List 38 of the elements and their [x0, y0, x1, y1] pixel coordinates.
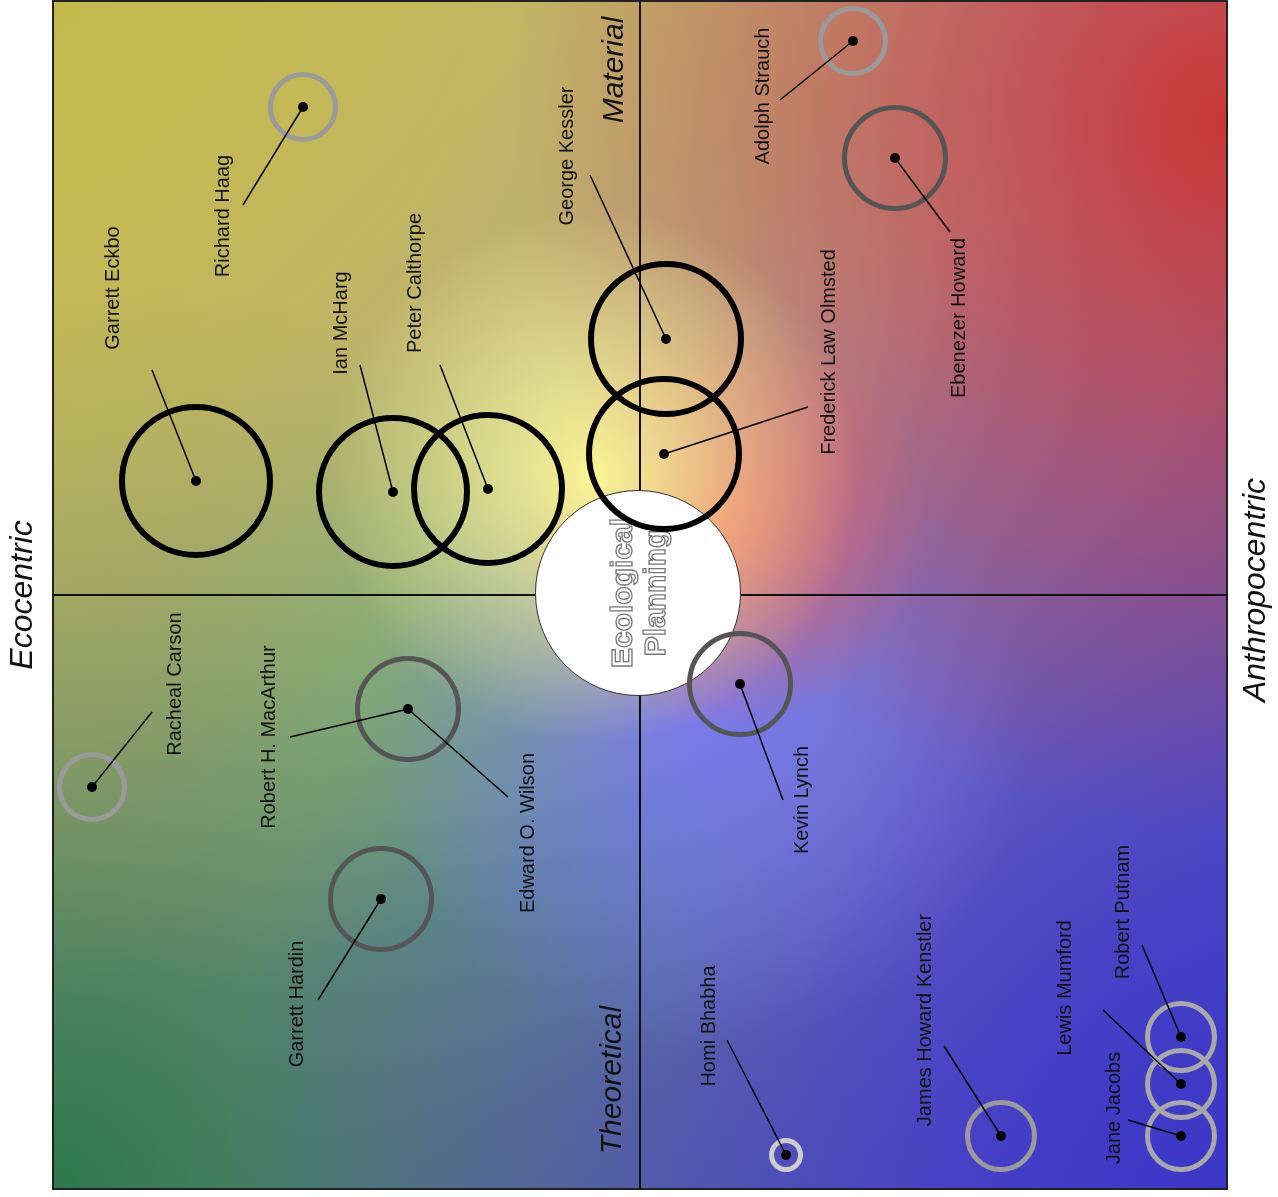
influence-ring — [316, 415, 470, 569]
influence-ring — [1145, 1001, 1217, 1073]
influence-ring — [965, 1100, 1037, 1172]
center-label: Ecological Planning — [605, 517, 671, 671]
influence-ring — [1145, 1048, 1217, 1120]
name-label: Robert Putnam — [1111, 844, 1133, 980]
influence-ring — [57, 752, 127, 822]
name-label: Garrett Hardin — [285, 940, 307, 1068]
influence-ring — [1145, 1100, 1217, 1172]
name-label: Ian McHarg — [329, 271, 351, 375]
name-label: Frederick Law Olmsted — [817, 249, 839, 455]
name-label: Racheal Carson — [163, 612, 185, 756]
axis-label: Ecocentric — [4, 520, 40, 670]
name-label: Garrett Eckbo — [101, 226, 123, 350]
name-label: Lewis Mumford — [1053, 920, 1075, 1056]
name-label: Edward O. Wilson — [516, 752, 538, 914]
name-label: Jane Jacobs — [1102, 1051, 1124, 1165]
name-label: Homi Bhabha — [697, 965, 719, 1087]
influence-ring — [687, 631, 793, 737]
name-label: Ebenezer Howard — [947, 237, 969, 399]
influence-ring — [588, 261, 744, 417]
name-label: George Kessler — [555, 86, 577, 226]
influence-ring — [268, 72, 338, 142]
name-label: Peter Calthorpe — [403, 212, 425, 354]
name-label: Adolph Strauch — [751, 27, 773, 165]
axis-label: Theoretical — [593, 1005, 627, 1155]
name-label: James Howard Kenstler — [913, 913, 935, 1127]
influence-ring — [842, 105, 948, 211]
influence-ring — [119, 404, 273, 558]
name-label: Kevin Lynch — [790, 745, 812, 855]
influence-ring — [818, 6, 888, 76]
name-label: Richard Haag — [211, 154, 233, 278]
influence-ring — [769, 1138, 803, 1172]
axis-label: Material — [595, 16, 629, 124]
influence-ring — [355, 656, 461, 762]
axis-label: Anthropocentric — [1237, 477, 1273, 703]
name-label: Robert H. MacArthur — [257, 645, 279, 829]
influence-ring — [328, 846, 434, 952]
